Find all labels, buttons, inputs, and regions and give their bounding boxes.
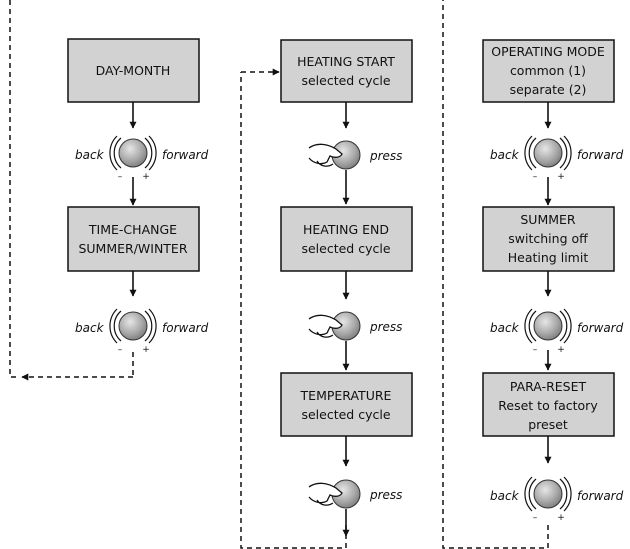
box-day-month-line-1: DAY-MONTH	[96, 63, 171, 78]
plus-sign: +	[557, 345, 565, 355]
minus-sign: –	[118, 345, 123, 355]
box-time-change-line-1: TIME-CHANGE	[88, 222, 177, 237]
label-forward-c3-2: forward	[577, 321, 624, 335]
dashed-line-right-loop	[442, 0, 549, 549]
box-heating-end-line-2: selected cycle	[301, 241, 390, 256]
dashed-line-middle-loop	[240, 72, 347, 549]
hand-icon	[308, 314, 343, 338]
label-press-c2-2: press	[369, 320, 402, 334]
knob-c3-3[interactable]: – +	[524, 476, 572, 523]
label-forward-c3-3: forward	[577, 489, 624, 503]
plus-sign: +	[142, 172, 150, 182]
box-summer-line-1: SUMMER	[520, 212, 576, 227]
knob-c3-2[interactable]: – +	[524, 308, 572, 355]
box-summer: SUMMER switching off Heating limit	[482, 206, 615, 272]
box-operating-mode-line-1: OPERATING MODE	[491, 44, 605, 59]
knob-c1-2[interactable]: – +	[109, 308, 157, 355]
box-operating-mode: OPERATING MODE common (1) separate (2)	[482, 39, 615, 103]
dashed-line-left-loop	[9, 0, 18, 378]
knob-c3-1[interactable]: – +	[524, 135, 572, 182]
minus-sign: –	[533, 513, 538, 523]
box-temperature-line-1: TEMPERATURE	[300, 388, 392, 403]
minus-sign: –	[118, 172, 123, 182]
box-heating-start-line-2: selected cycle	[301, 73, 390, 88]
box-para-reset-line-1: PARA-RESET	[510, 379, 587, 394]
press-knob-c2-2[interactable]	[308, 311, 361, 341]
box-operating-mode-line-2: common (1)	[510, 63, 586, 78]
box-para-reset-line-2: Reset to factory	[498, 398, 598, 413]
plus-sign: +	[557, 513, 565, 523]
hand-icon	[308, 482, 343, 506]
label-back-c3-2: back	[490, 321, 520, 335]
label-back-c1-1: back	[75, 148, 105, 162]
label-back-c3-1: back	[490, 148, 520, 162]
hand-icon	[308, 143, 343, 167]
box-summer-line-2: switching off	[508, 231, 588, 246]
minus-sign: –	[533, 345, 538, 355]
box-para-reset-line-3: preset	[528, 417, 568, 432]
box-heating-end: HEATING END selected cycle	[280, 206, 413, 272]
box-day-month: DAY-MONTH	[67, 38, 200, 103]
label-back-c1-2: back	[75, 321, 105, 335]
box-time-change-line-2: SUMMER/WINTER	[78, 241, 187, 256]
label-forward-c1-1: forward	[162, 148, 209, 162]
label-press-c2-3: press	[369, 488, 402, 502]
box-heating-end-line-1: HEATING END	[303, 222, 389, 237]
plus-sign: +	[557, 172, 565, 182]
label-press-c2-1: press	[369, 149, 402, 163]
box-temperature: TEMPERATURE selected cycle	[280, 372, 413, 437]
press-knob-c2-1[interactable]	[308, 140, 361, 170]
knob-c1-1[interactable]: – +	[109, 135, 157, 182]
box-heating-start: HEATING START selected cycle	[280, 39, 413, 103]
label-back-c3-3: back	[490, 489, 520, 503]
box-temperature-line-2: selected cycle	[301, 407, 390, 422]
label-forward-c1-2: forward	[162, 321, 209, 335]
box-time-change: TIME-CHANGE SUMMER/WINTER	[67, 206, 200, 272]
press-knob-c2-3[interactable]	[308, 479, 361, 509]
box-para-reset: PARA-RESET Reset to factory preset	[482, 372, 615, 437]
box-summer-line-3: Heating limit	[508, 250, 589, 265]
plus-sign: +	[142, 345, 150, 355]
box-operating-mode-line-3: separate (2)	[510, 82, 587, 97]
minus-sign: –	[533, 172, 538, 182]
box-heating-start-line-1: HEATING START	[297, 54, 395, 69]
label-forward-c3-1: forward	[577, 148, 624, 162]
